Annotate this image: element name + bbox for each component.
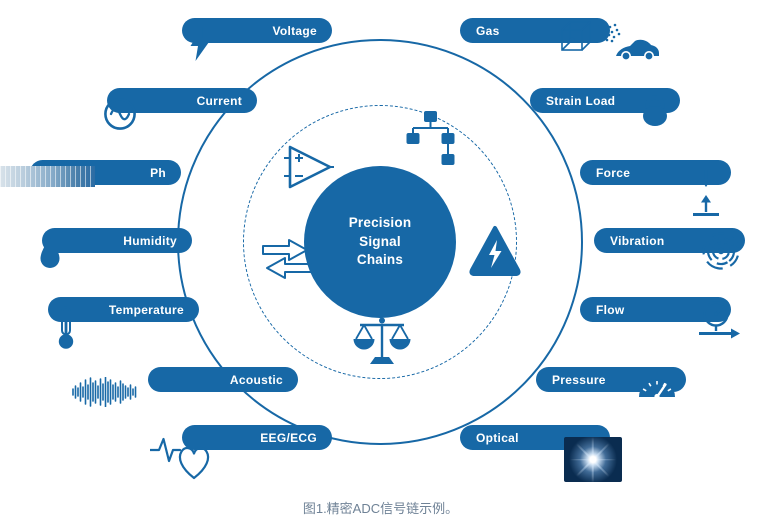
flow-meter-icon — [697, 300, 741, 344]
thermometer-icon — [55, 306, 77, 350]
center-title-line1: Precision — [348, 214, 412, 230]
sensor-label-gas-text: Gas — [476, 23, 500, 38]
water-droplet-icon — [39, 238, 61, 271]
sensor-label-eeg-ecg-text: EEG/ECG — [260, 430, 317, 445]
swap-arrows-icon — [261, 237, 313, 281]
sensor-label-humidity-text: Humidity — [123, 233, 177, 248]
sensor-label-acoustic: Acoustic — [148, 367, 298, 392]
ripple-waves-icon — [701, 231, 741, 271]
power-lightning-icon — [469, 224, 521, 280]
op-amp-icon — [284, 144, 334, 190]
sensor-label-flow-text: Flow — [596, 302, 625, 317]
sensor-label-current-text: Current — [196, 93, 242, 108]
center-title: Precision Signal Chains — [349, 214, 412, 271]
sensor-label-strain-load-text: Strain Load — [546, 93, 616, 108]
figure-caption: 图1.精密ADC信号链示例。 — [302, 501, 459, 516]
center-title-line3: Chains — [356, 252, 404, 268]
sensor-label-voltage-text: Voltage — [272, 23, 317, 38]
light-glow — [564, 437, 622, 482]
sensor-label-ph-text: Ph — [150, 165, 166, 180]
sine-wave-icon — [103, 97, 137, 131]
light-burst-icon — [564, 437, 622, 482]
signal-hierarchy-icon — [399, 111, 461, 165]
sensor-label-temperature: Temperature — [48, 297, 199, 322]
center-title-line2: Signal — [359, 233, 401, 249]
audio-waveform-icon — [72, 377, 138, 407]
sensor-label-pressure-text: Pressure — [552, 372, 606, 387]
compression-arrows-icon — [691, 165, 721, 217]
sensor-label-eeg-ecg: EEG/ECG — [182, 425, 332, 450]
kettlebell-weight-icon — [640, 91, 670, 127]
sensor-label-acoustic-text: Acoustic — [229, 372, 283, 387]
pressure-gauge-icon — [637, 371, 677, 399]
sensor-label-current: Current — [107, 88, 257, 113]
heart-ecg-icon — [150, 431, 216, 482]
sensor-label-vibration-text: Vibration — [610, 233, 665, 248]
gas-cube-particles-car-icon — [560, 20, 660, 64]
sensor-label-force-text: Force — [596, 165, 631, 180]
balance-scales-icon — [351, 316, 413, 368]
ph-test-strip-icon — [0, 166, 95, 187]
sensor-label-humidity: Humidity — [42, 228, 192, 253]
sensor-label-optical-text: Optical — [476, 430, 519, 445]
center-circle: Precision Signal Chains — [304, 166, 456, 318]
lightning-bolt-icon — [188, 27, 214, 61]
dashed-circle — [243, 105, 517, 379]
sensor-label-temperature-text: Temperature — [108, 302, 184, 317]
